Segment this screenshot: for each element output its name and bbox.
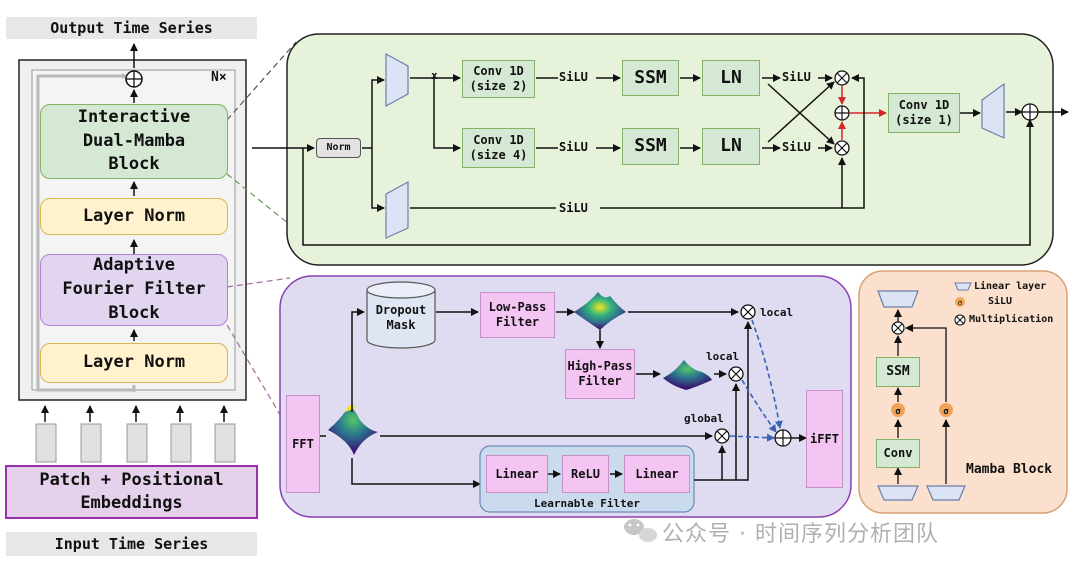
low-pass-filter-box: Low-Pass Filter [480, 292, 555, 338]
linear-layer-bottom [385, 180, 409, 239]
svg-text:σ: σ [895, 407, 901, 417]
wechat-icon [624, 519, 657, 542]
svg-text:σ: σ [958, 299, 962, 307]
linear-layer-top [385, 52, 409, 108]
spectrum-surface-lowpass [574, 292, 626, 330]
legend-silu: SiLU [988, 296, 1013, 307]
input-time-series-label: Input Time Series [6, 532, 257, 556]
output-time-series-label: Output Time Series [6, 17, 257, 39]
mamba-ssm-box: SSM [876, 357, 920, 387]
input-patches [35, 405, 236, 463]
norm-box: Norm [316, 138, 361, 158]
x-label: x [431, 69, 438, 82]
mamba-linear-in-left [877, 485, 919, 501]
dropout-mask-label: Dropout Mask [375, 303, 427, 332]
relu-box: ReLU [562, 455, 609, 493]
learnable-filter-label: Learnable Filter [534, 496, 640, 510]
spectrum-surface-main [328, 404, 378, 455]
silu-label-c: SiLU [782, 70, 811, 84]
silu-label-a: SiLU [559, 70, 588, 84]
linear-layer-out [981, 82, 1005, 139]
local-label-mid: local [706, 350, 740, 363]
conv1d-size2-box: Conv 1D (size 2) [462, 60, 535, 98]
legend-multiplication: Multiplication [969, 314, 1054, 325]
mamba-linear-in-right [926, 485, 966, 501]
local-label-top: local [760, 306, 794, 319]
svg-text:σ: σ [943, 407, 949, 417]
linear-box-1: Linear [486, 455, 548, 493]
silu-label-b: SiLU [559, 140, 588, 154]
silu-label-d: SiLU [782, 140, 811, 154]
repeat-count-label: N× [211, 70, 227, 85]
ln-box-bottom: LN [702, 128, 760, 165]
linear-box-2: Linear [624, 455, 690, 493]
mamba-linear-out [877, 290, 919, 308]
layer-norm-top: Layer Norm [40, 198, 228, 235]
legend-linear-layer: Linear layer [974, 281, 1047, 292]
spectrum-surface-highpass [663, 360, 712, 390]
dual-mamba-block: Interactive Dual-Mamba Block [40, 104, 228, 179]
watermark-text: 公众号 · 时间序列分析团队 [662, 522, 939, 547]
mamba-block-title: Mamba Block [966, 462, 1053, 477]
global-label: global [684, 412, 724, 425]
ssm-box-bottom: SSM [622, 128, 679, 165]
conv1d-size1-box: Conv 1D (size 1) [888, 93, 960, 133]
ln-box-top: LN [702, 60, 760, 96]
ssm-box-top: SSM [622, 60, 679, 96]
layer-norm-bottom: Layer Norm [40, 343, 228, 383]
conv1d-size4-box: Conv 1D (size 4) [462, 128, 535, 168]
fft-box: FFT [286, 395, 320, 493]
patch-positional-embeddings: Patch + Positional Embeddings [5, 465, 258, 519]
fourier-filter-block: Adaptive Fourier Filter Block [40, 254, 228, 326]
ifft-box: iFFT [806, 390, 843, 488]
high-pass-filter-box: High-Pass Filter [565, 349, 635, 399]
mamba-conv-box: Conv [876, 439, 920, 468]
silu-label-gate: SiLU [559, 201, 588, 215]
dropout-mask-cylinder [366, 281, 436, 349]
